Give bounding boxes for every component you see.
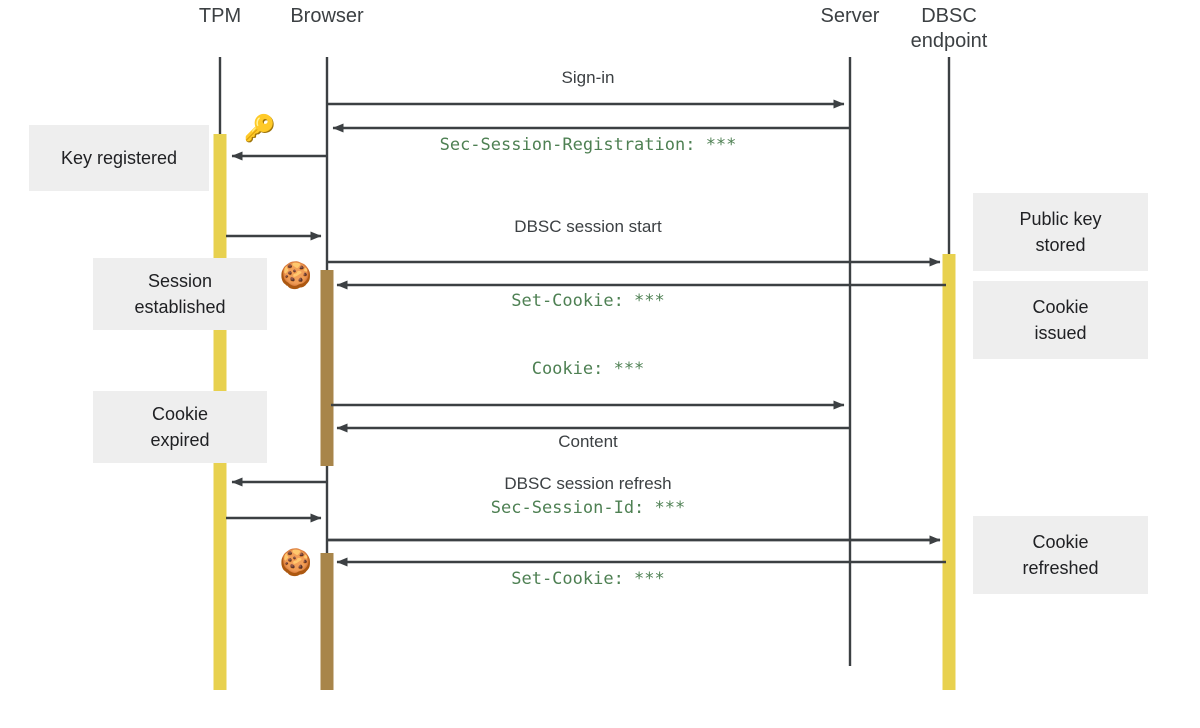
participant-server: Server (820, 5, 880, 27)
key-icon: 🔑 (243, 113, 277, 143)
participant-dbsc-endpoint: DBSC endpoint (910, 5, 988, 52)
msg-sec-session-registration-label: Sec-Session-Registration: *** (439, 135, 737, 155)
note-key-registered: Key registered (29, 125, 209, 191)
msg-cookie-label: Cookie: *** (531, 359, 645, 379)
msg-sign-in-label: Sign-in (561, 68, 615, 87)
note-session-established: Session established (93, 258, 267, 330)
browser-activation-session (320, 270, 334, 466)
msg-content-label: Content (558, 432, 618, 451)
note-cookie-refreshed: Cookie refreshed (973, 516, 1148, 594)
cookie-icon-1: 🍪 (279, 260, 313, 290)
msg-dbsc-session-refresh-label: DBSC session refresh (504, 474, 672, 493)
msg-dbsc-session-start-label: DBSC session start (514, 217, 662, 236)
note-public-key-stored: Public key stored (973, 193, 1148, 271)
note-cookie-issued: Cookie issued (973, 281, 1148, 359)
participant-tpm: TPM (198, 5, 242, 27)
dbsc-activation (942, 254, 956, 690)
note-cookie-expired: Cookie expired (93, 391, 267, 463)
cookie-icon-2: 🍪 (279, 547, 313, 577)
browser-activation-refresh (320, 553, 334, 690)
msg-set-cookie-2-label: Set-Cookie: *** (511, 569, 665, 589)
participant-browser: Browser (290, 5, 364, 27)
msg-set-cookie-1-label: Set-Cookie: *** (511, 291, 665, 311)
msg-sec-session-id-label: Sec-Session-Id: *** (490, 498, 686, 518)
